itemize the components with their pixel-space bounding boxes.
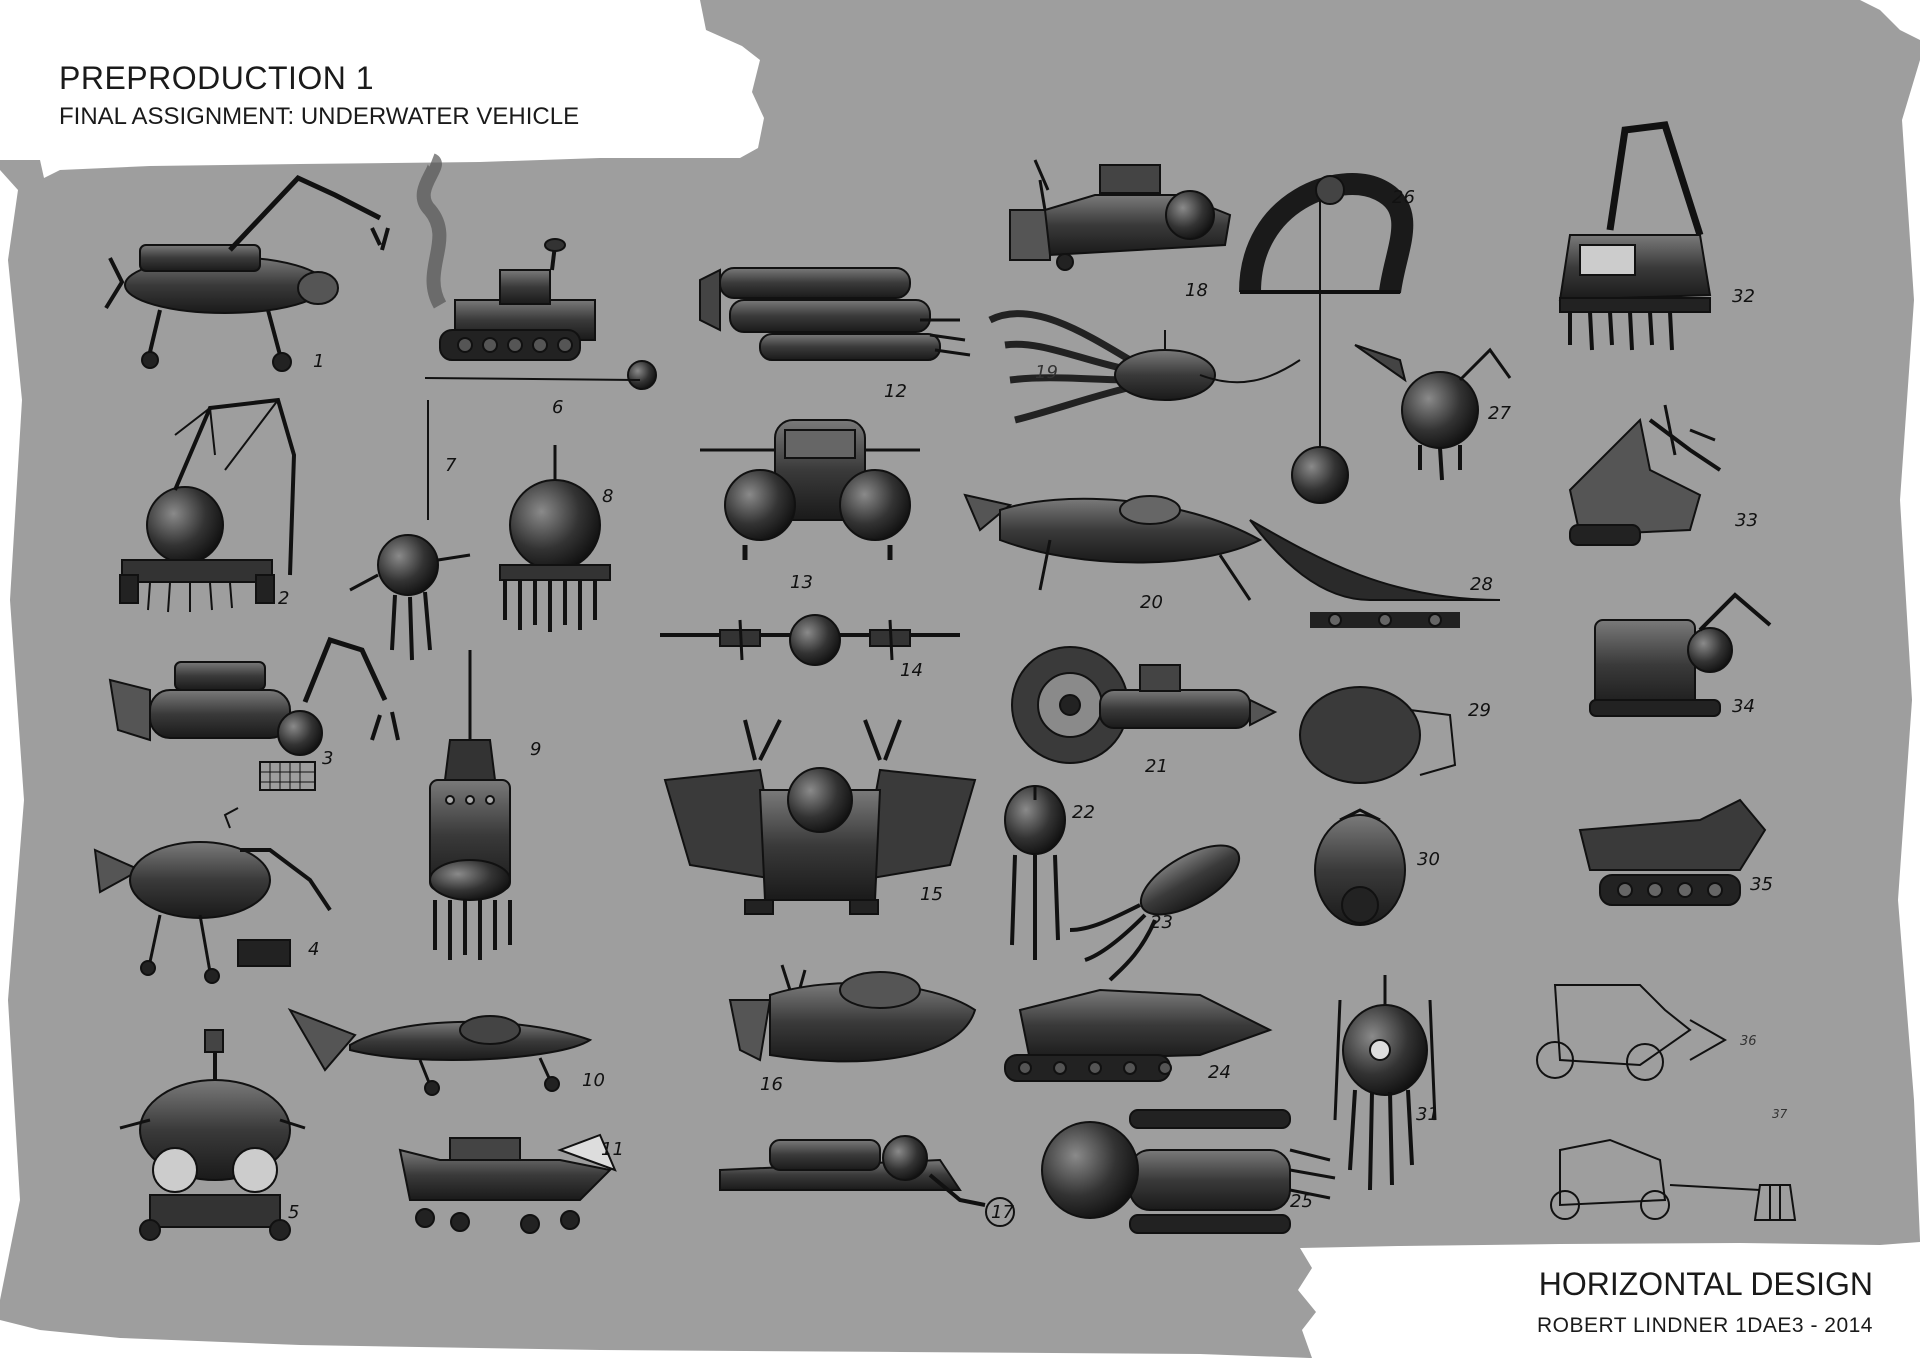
sketch-label: 31 [1416,1104,1439,1125]
sketch-label: 28 [1470,574,1493,595]
sketch-label: 15 [920,884,943,905]
sketch-30-face-pod [1314,808,1406,926]
sketch-37-cage-tow [1550,1138,1797,1221]
sketch-label: 4 [308,939,319,960]
sketch-9-tower-sub [429,650,512,960]
sketch-7-hanging-probe [349,400,471,661]
sketch-15-manta-sub [663,719,977,915]
sketch-label: 30 [1417,849,1440,870]
sketch-26-arch-crane [1239,173,1414,504]
sketch-label: 20 [1140,592,1163,613]
sketch-label: 26 [1392,187,1415,208]
sketch-label: 2 [278,588,289,609]
sketch-label: 35 [1750,874,1773,895]
sketch-label: 3 [322,748,333,769]
sketch-13-twin-thruster [700,419,920,560]
sketch-label: 24 [1208,1062,1231,1083]
sketch-16-graffiti-sub [728,964,977,1063]
sketch-label: 1 [313,351,324,372]
sketch-29-bubble-helmet [1299,686,1457,784]
sketch-20-shark-sub [963,493,1263,601]
sketch-label: 37 [1772,1107,1788,1121]
sketch-label: 19 [1035,362,1058,383]
sketch-label: 8 [602,486,613,507]
sketch-label: 25 [1290,1191,1313,1212]
sketch-1-claw-sub [104,174,390,372]
sketch-label: 34 [1732,696,1755,717]
sketch-labels: 1 2 3 4 5 6 7 8 9 10 11 12 13 14 15 16 1… [278,187,1788,1223]
sketch-36-drill-car [1536,984,1728,1081]
sketch-24-tracked-speedster [1004,988,1273,1082]
sketch-21-saw-sub [1011,646,1278,764]
sketch-label: 22 [1072,802,1095,823]
sketch-34-box-crane [1589,592,1772,717]
sketch-10-fish-sub [287,1008,593,1096]
sketch-label: 6 [552,397,563,418]
sketch-8-jelly-dome [499,445,611,632]
sketch-22-jelly-pod [1004,785,1066,960]
sketch-label: 5 [288,1202,299,1223]
page-title: PREPRODUCTION 1 [59,60,375,96]
sketch-label: 9 [530,739,541,760]
sketch-label: 36 [1740,1034,1757,1049]
sketch-32-crane-truck [1558,121,1712,351]
sketch-label: 18 [1185,280,1208,301]
sketch-2-sphere-crane [119,397,297,613]
sketch-label: 7 [445,455,457,476]
sketch-19-squid-sub [988,310,1301,424]
sketch-6-tracked-sub [416,153,657,390]
sketch-28-serpent-tracked [1249,519,1501,628]
page-subtitle: FINAL ASSIGNMENT: UNDERWATER VEHICLE [59,103,580,130]
sketch-label: 23 [1150,912,1173,933]
sketch-label: 16 [760,1074,783,1095]
sketch-label: 32 [1732,286,1755,307]
author-credit: ROBERT LINDNER 1DAE3 - 2014 [1536,1314,1873,1337]
sketch-label: 21 [1145,756,1168,777]
design-type-label: HORIZONTAL DESIGN [1538,1266,1873,1302]
paper-top-left-panel [0,0,764,178]
sketch-35-tracked-mecha [1578,798,1767,906]
sketch-5-front-sub [119,1029,306,1241]
sketch-label: 12 [884,381,907,402]
sketch-14-prop-flyer [660,614,960,666]
sketch-33-bug-car [1568,404,1722,546]
sketch-25-drill-tank [1041,1109,1336,1234]
sketch-label: 14 [900,660,923,681]
sketch-label: 13 [790,572,813,593]
sketch-3-torpedo-sub [108,636,400,791]
sketch-label: 10 [582,1070,605,1091]
sketch-11-car-sub [398,1133,617,1234]
sketch-label: 11 [601,1139,624,1160]
sketch-label: 33 [1735,510,1758,531]
sketch-label: 27 [1488,403,1511,424]
paper-bottom-right-panel [1298,1242,1920,1358]
sketch-23-squid-rocket [1069,844,1241,982]
sketch-18-tractor-sub [1009,159,1232,271]
sketch-label: 29 [1468,700,1491,721]
sketch-27-drill-sphere [1354,344,1512,481]
sketch-4-fish-sub [93,807,332,984]
sketch-17-claw-boat [719,1135,1015,1227]
sketch-31-jelly-probe [1333,975,1437,1191]
sketch-12-tube-sub [699,267,971,361]
sketch-label: 17 [991,1202,1014,1223]
